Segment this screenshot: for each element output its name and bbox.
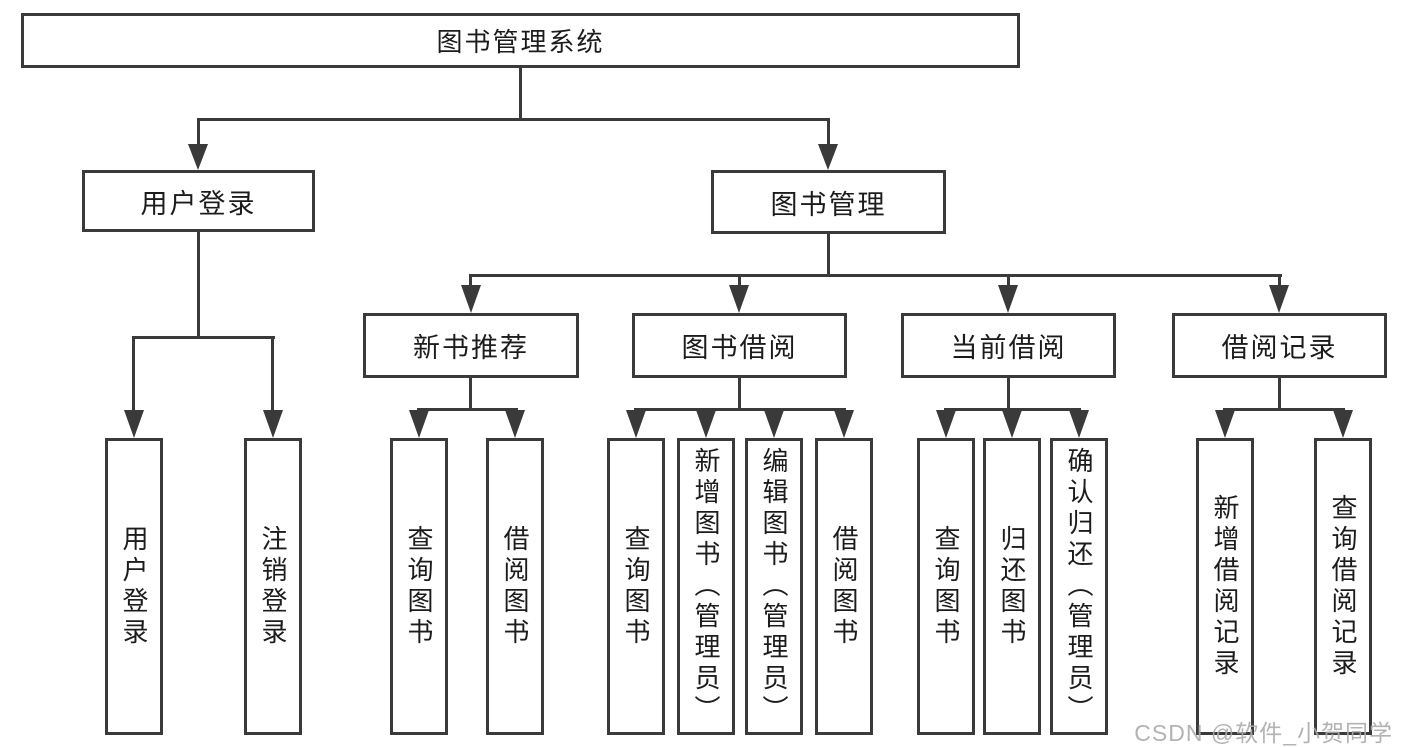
connector-book-mgmt-hline	[469, 274, 1282, 277]
arrowhead-user-login	[188, 144, 208, 170]
connector-user-login-stem	[197, 232, 200, 336]
leaf-add-borrow-record: 新增借阅记录	[1196, 438, 1254, 735]
arrowhead-new-book	[461, 285, 481, 313]
leaf-logout-label: 注销登录	[258, 524, 288, 649]
leaf-confirm-return-admin-label: 确认归还（管理员）	[1064, 447, 1094, 726]
connector-records-hline	[1223, 408, 1345, 411]
connector-drop-book-mgmt	[827, 118, 830, 148]
leaf-query-books-current: 查询图书	[917, 438, 975, 735]
node-user-login: 用户登录	[82, 170, 315, 232]
leaf-borrow-books-recommend-label: 借阅图书	[500, 524, 530, 649]
arrowhead-query-books-recommend	[409, 410, 429, 438]
arrowhead-confirm-return	[1069, 410, 1089, 438]
leaf-borrow-books-label: 借阅图书	[829, 524, 859, 649]
connector-root-stem	[519, 68, 522, 118]
arrowhead-edit-books-admin	[764, 410, 784, 438]
connector-borrowing-stem	[738, 378, 741, 409]
leaf-edit-books-admin-label: 编辑图书（管理员）	[759, 447, 789, 726]
node-library-system: 图书管理系统	[21, 13, 1020, 68]
leaf-return-books-label: 归还图书	[997, 524, 1027, 649]
connector-borrowing-hline	[634, 408, 846, 411]
leaf-borrow-books: 借阅图书	[815, 438, 873, 735]
connector-current-hline	[944, 408, 1081, 411]
connector-drop-leaf-logout	[271, 336, 274, 412]
arrowhead-borrow-records	[1269, 285, 1289, 313]
leaf-confirm-return-admin: 确认归还（管理员）	[1050, 438, 1108, 735]
leaf-query-books-borrow: 查询图书	[607, 438, 665, 735]
leaf-query-books-borrow-label: 查询图书	[621, 524, 651, 649]
leaf-add-books-admin-label: 新增图书（管理员）	[691, 447, 721, 726]
arrowhead-query-books-current	[936, 410, 956, 438]
arrowhead-borrow-books-recommend	[505, 410, 525, 438]
arrowhead-borrow-books	[834, 410, 854, 438]
leaf-query-books-recommend: 查询图书	[390, 438, 448, 735]
leaf-user-login: 用户登录	[105, 438, 163, 735]
connector-drop-leaf-user-login	[132, 336, 135, 412]
connector-records-stem	[1278, 378, 1281, 409]
connector-drop-borrow-records	[1278, 274, 1281, 288]
connector-drop-user-login	[197, 118, 200, 148]
connector-recommend-stem	[469, 378, 472, 409]
arrowhead-query-borrow-record	[1333, 410, 1353, 438]
connector-recommend-hline	[417, 408, 518, 411]
arrowhead-return-books	[1002, 410, 1022, 438]
node-book-management: 图书管理	[711, 170, 946, 234]
watermark-csdn: CSDN @软件_小贺同学	[1134, 720, 1393, 746]
arrowhead-leaf-logout	[263, 410, 283, 438]
leaf-borrow-books-recommend: 借阅图书	[486, 438, 544, 735]
leaf-query-books-current-label: 查询图书	[931, 524, 961, 649]
arrowhead-leaf-user-login	[124, 410, 144, 438]
connector-current-stem	[1007, 378, 1010, 409]
leaf-logout: 注销登录	[244, 438, 302, 735]
leaf-query-books-recommend-label: 查询图书	[404, 524, 434, 649]
node-book-borrowing: 图书借阅	[632, 313, 847, 378]
leaf-return-books: 归还图书	[983, 438, 1041, 735]
leaf-add-books-admin: 新增图书（管理员）	[677, 438, 735, 735]
leaf-user-login-label: 用户登录	[119, 524, 149, 649]
connector-root-hline	[197, 118, 830, 121]
leaf-query-borrow-record-label: 查询借阅记录	[1328, 493, 1358, 680]
arrowhead-add-books-admin	[696, 410, 716, 438]
connector-book-mgmt-stem	[827, 234, 830, 275]
arrowhead-query-books-borrow	[626, 410, 646, 438]
leaf-add-borrow-record-label: 新增借阅记录	[1210, 493, 1240, 680]
connector-drop-new-book	[469, 274, 472, 288]
arrowhead-add-borrow-record	[1215, 410, 1235, 438]
arrowhead-book-mgmt	[818, 144, 838, 170]
node-new-book-recommend: 新书推荐	[363, 313, 579, 378]
connector-user-login-hline	[132, 336, 275, 339]
connector-drop-book-borrow	[738, 274, 741, 288]
arrowhead-book-borrow	[729, 285, 749, 313]
connector-drop-current-borrow	[1007, 274, 1010, 288]
leaf-edit-books-admin: 编辑图书（管理员）	[745, 438, 803, 735]
node-current-borrowing: 当前借阅	[901, 313, 1116, 378]
leaf-query-borrow-record: 查询借阅记录	[1314, 438, 1372, 735]
arrowhead-current-borrow	[998, 285, 1018, 313]
node-borrowing-records: 借阅记录	[1172, 313, 1387, 378]
